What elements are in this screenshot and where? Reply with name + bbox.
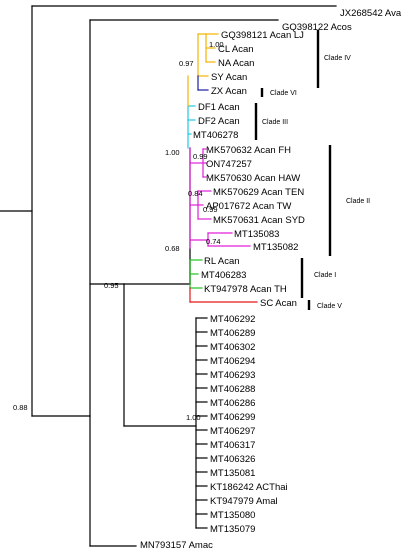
taxon-label: MT135083 [234,229,279,240]
taxon-label: MT406297 [210,426,255,437]
taxon-label: AP017672 Acan TW [206,201,291,212]
taxon-label: GQ398122 Acos [282,22,352,33]
taxon-label: KT186242 ACThai [210,482,288,493]
taxon-label: MT406317 [210,440,255,451]
taxon-label: MK570631 Acan SYD [213,215,305,226]
taxon-label: MT406299 [210,412,255,423]
support-value: 1.00 [209,40,224,49]
taxon-label: RL Acan [204,256,240,267]
taxon-label: MT406302 [210,342,255,353]
support-value: 1.00 [186,413,201,422]
taxon-label: ZX Acan [211,86,247,97]
support-value: 0.88 [13,403,28,412]
taxon-label: MT406288 [210,384,255,395]
taxon-label: MT135081 [210,468,255,479]
taxon-label: KT947978 Acan TH [204,284,287,295]
support-values: 1.00 0.97 1.00 0.99 0.84 0.99 0.74 0.68 … [13,40,224,422]
taxon-label: NA Acan [218,58,254,69]
taxon-label: SC Acan [260,298,297,309]
taxon-label: CL Acan [218,44,254,55]
clade-brackets: Clade IV Clade VI Clade III Clade II Cla… [254,30,370,310]
clade-label: Clade I [314,272,336,279]
taxon-label: MT406278 [193,130,238,141]
support-value: 0.68 [165,244,180,253]
taxon-label: MT135079 [210,524,255,535]
taxon-label: ON747257 [206,159,252,170]
clade-label: Clade VI [270,90,297,97]
support-value: 0.97 [179,59,194,68]
taxon-label: MN793157 Amac [140,540,213,550]
taxon-labels: JX268542 Avas GQ398122 Acos GQ398121 Aca… [140,8,401,550]
taxon-label: KT947979 Amal [210,496,278,507]
support-value: 0.84 [188,189,203,198]
support-value: 0.99 [203,205,218,214]
taxon-label: MT406292 [210,314,255,325]
support-value: 0.95 [104,281,119,290]
tree-branches [0,5,337,547]
clade-label: Clade III [262,119,288,126]
taxon-label: MT406326 [210,454,255,465]
clade-label: Clade II [346,198,370,205]
taxon-label: DF1 Acan [198,102,240,113]
taxon-label: MT406294 [210,356,255,367]
support-value: 0.99 [193,152,208,161]
taxon-label: MT406293 [210,370,255,381]
taxon-label: MT406286 [210,398,255,409]
taxon-label: MK570632 Acan FH [206,145,291,156]
taxon-label: MT406289 [210,328,255,339]
support-value: 1.00 [165,148,180,157]
clade-label: Clade IV [324,55,351,62]
taxon-label: GQ398121 Acan LJ [221,30,304,41]
support-value: 0.74 [206,237,221,246]
taxon-label: MT135082 [253,242,298,253]
taxon-label: MT135080 [210,510,255,521]
taxon-label: MT406283 [201,270,246,281]
clade-label: Clade V [317,303,342,310]
taxon-label: SY Acan [211,72,247,83]
taxon-label: MK570629 Acan TEN [213,187,304,198]
taxon-label: DF2 Acan [198,116,240,127]
taxon-label: MK570630 Acan HAW [206,173,300,184]
taxon-label: JX268542 Avas [340,8,401,19]
